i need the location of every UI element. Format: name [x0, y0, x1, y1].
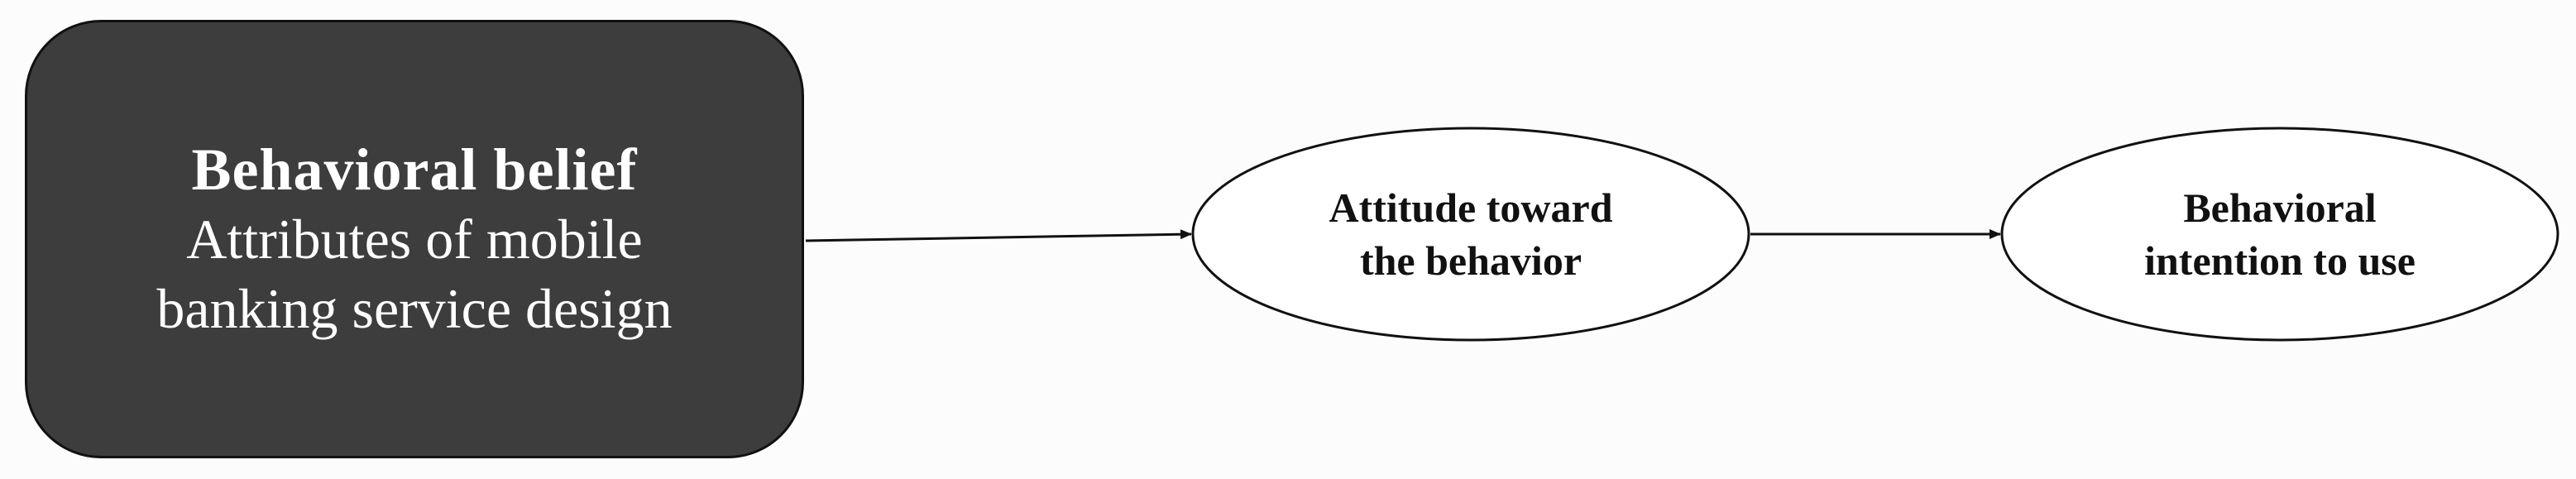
attitude-node-line-1: Attitude toward	[1329, 184, 1613, 231]
behavioral-belief-box: Behavioral belief Attributes of mobile b…	[25, 20, 804, 458]
attitude-node-shape	[1191, 127, 1750, 342]
behavioral-belief-line-2: banking service design	[156, 277, 673, 340]
attitude-node-line-2: the behavior	[1359, 237, 1582, 284]
attitude-node-label: Attitude toward the behavior	[1193, 128, 1749, 340]
intention-node-line-2: intention to use	[2144, 237, 2416, 284]
behavioral-belief-line-1: Attributes of mobile	[186, 208, 643, 271]
arrow-belief-to-attitude	[805, 229, 1192, 242]
behavioral-belief-title: Behavioral belief	[191, 137, 638, 203]
intention-node-shape	[2000, 127, 2559, 342]
intention-node-line-1: Behavioral	[2183, 184, 2377, 231]
intention-node-label: Behavioral intention to use	[2002, 128, 2558, 340]
